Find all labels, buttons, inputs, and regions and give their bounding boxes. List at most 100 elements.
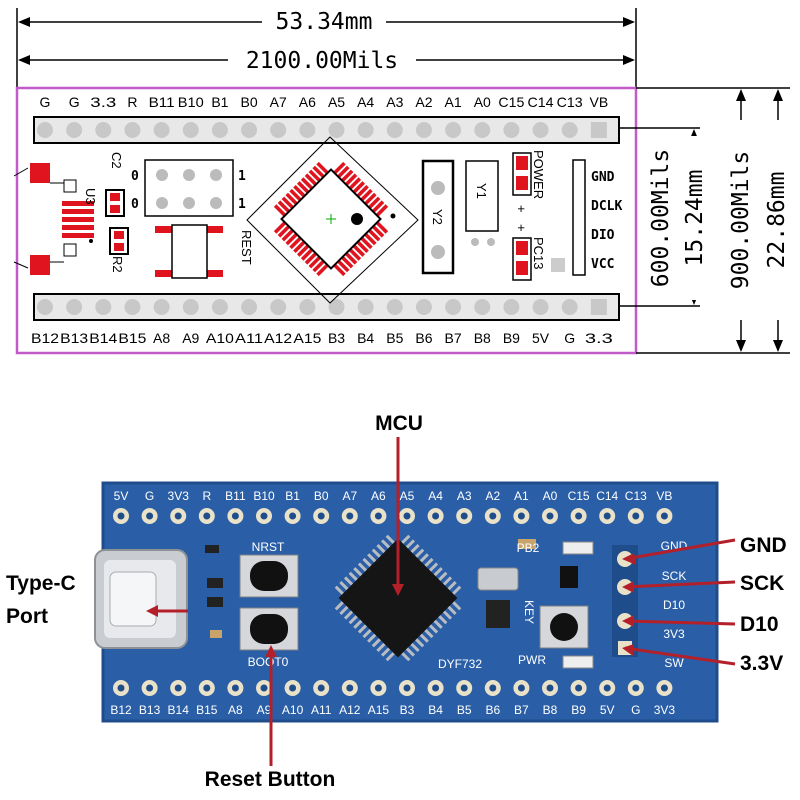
dim-height-mm: 22.86mm — [764, 172, 790, 269]
label-boot0: BOOT0 — [248, 655, 289, 669]
top-pin-label: B0 — [240, 94, 257, 110]
bottom-pin-hole — [270, 299, 287, 315]
top-pin-hole — [299, 122, 316, 138]
mcu-chip — [334, 534, 462, 662]
swd-label: VCC — [591, 257, 614, 272]
bottom-pin-hole — [211, 299, 228, 315]
dimension-drawing: 53.34mm 2100.00Mils 600.00Mils 15.24mm — [13, 8, 790, 355]
dim-height-mils: 900.00Mils — [728, 151, 754, 289]
photo-bottom-pin-label: 5V — [600, 703, 615, 717]
dim-width-mm: 53.34mm — [276, 9, 373, 35]
bottom-pin-hole — [66, 299, 83, 315]
bottom-pin-hole — [241, 299, 258, 315]
top-pin-label: A6 — [299, 94, 316, 110]
photo-top-pin-label: B11 — [225, 489, 246, 503]
bottom-pin-hole — [503, 299, 520, 315]
top-pin-label: G — [40, 94, 51, 110]
top-pin-hole — [386, 122, 403, 138]
top-pin-label: A2 — [415, 94, 432, 110]
top-pin-label: 3.3 — [90, 94, 116, 110]
top-pin-hole — [561, 122, 578, 138]
boot-label-0a: 0 — [131, 169, 139, 184]
label-u3: U3 — [83, 188, 98, 205]
photo-top-pin-label: A2 — [485, 489, 500, 503]
label-y1: Y1 — [474, 183, 489, 199]
photo-bottom-pin-label: 3V3 — [654, 703, 676, 717]
bottom-pin-hole — [95, 299, 112, 315]
bottom-header-holes — [37, 299, 607, 315]
photo-top-pin-label: B10 — [253, 489, 275, 503]
bottom-pin-hole — [299, 299, 316, 315]
top-pin-hole — [503, 122, 520, 138]
photo-bottom-pin-label: A9 — [257, 703, 272, 717]
photo-top-pin-label: C13 — [625, 489, 647, 503]
bottom-pin-label: A15 — [293, 330, 321, 346]
type-c-port — [94, 549, 188, 649]
callout-reset-button: Reset Button — [205, 768, 336, 791]
bottom-pin-hole — [474, 299, 491, 315]
boot-label-0b: 0 — [131, 197, 139, 212]
top-pin-hole — [37, 122, 53, 138]
top-pin-hole — [532, 122, 549, 138]
photo-top-pin-label: 5V — [114, 489, 129, 503]
top-pin-label: R — [127, 94, 137, 110]
top-pin-square-pad — [590, 122, 607, 138]
photo-bottom-pin-label: A10 — [282, 703, 304, 717]
photo-bottom-pin-label: A8 — [228, 703, 243, 717]
bottom-pin-label: B13 — [60, 330, 88, 346]
photo-bottom-pin-label: G — [631, 703, 640, 717]
photo-bottom-pin-label: B13 — [139, 703, 161, 717]
label-key: KEY — [522, 600, 536, 624]
bottom-pin-label: B8 — [474, 330, 491, 346]
callout-port: Port — [6, 605, 48, 628]
top-pin-label: A1 — [445, 94, 462, 110]
dim-pitch-mils: 600.00Mils — [648, 149, 674, 287]
bottom-pin-label: B12 — [31, 330, 59, 346]
bottom-pin-hole — [182, 299, 199, 315]
mcu-footprint — [246, 136, 419, 304]
swd-label: GND — [591, 170, 615, 185]
top-pin-hole — [328, 122, 345, 138]
nrst-button — [239, 554, 299, 598]
label-y2: Y2 — [430, 209, 445, 225]
photo-top-pin-label: B0 — [314, 489, 329, 503]
photo-bottom-pin-label: B9 — [571, 703, 586, 717]
top-pin-label: C15 — [498, 94, 524, 110]
usb-connector-footprint — [13, 163, 94, 275]
bottom-pin-hole — [328, 299, 345, 315]
photo-bottom-pin-label: B12 — [110, 703, 132, 717]
dim-width-mils: 2100.00Mils — [246, 48, 398, 74]
label-rest: REST — [239, 230, 254, 265]
callout-gnd: GND — [740, 534, 787, 557]
photo-bottom-pin-label: B6 — [485, 703, 500, 717]
photo-top-pin-label: A5 — [400, 489, 415, 503]
photo-top-pin-label: A4 — [428, 489, 443, 503]
photo-bottom-pin-label: A12 — [339, 703, 361, 717]
reset-switch-footprint — [155, 224, 223, 279]
bottom-pin-label: G — [564, 330, 575, 346]
bottom-pin-label: B7 — [445, 330, 462, 346]
photo-top-pin-label: A0 — [543, 489, 558, 503]
bottom-pin-hole — [386, 299, 403, 315]
bottom-pin-label: 3.3 — [585, 330, 613, 346]
top-pin-label: A0 — [474, 94, 491, 110]
swd-label: DIO — [591, 228, 615, 243]
label-model: DYF732 — [438, 657, 482, 671]
photo-top-pin-label: A3 — [457, 489, 472, 503]
bottom-pin-label: B3 — [328, 330, 345, 346]
boot-label-1a: 1 — [238, 169, 246, 184]
bottom-pin-label: B14 — [89, 330, 117, 346]
bottom-pin-hole — [561, 299, 578, 315]
bottom-pin-label: B6 — [415, 330, 432, 346]
photo-bottom-pin-label: B8 — [543, 703, 558, 717]
photo-top-pin-label: B1 — [285, 489, 300, 503]
bottom-header-strip — [33, 293, 620, 321]
top-pin-hole — [182, 122, 199, 138]
photo-bottom-pin-label: B7 — [514, 703, 529, 717]
bottom-pin-label: A8 — [153, 330, 170, 346]
bottom-pin-hole — [415, 299, 432, 315]
boot0-button — [239, 607, 299, 651]
